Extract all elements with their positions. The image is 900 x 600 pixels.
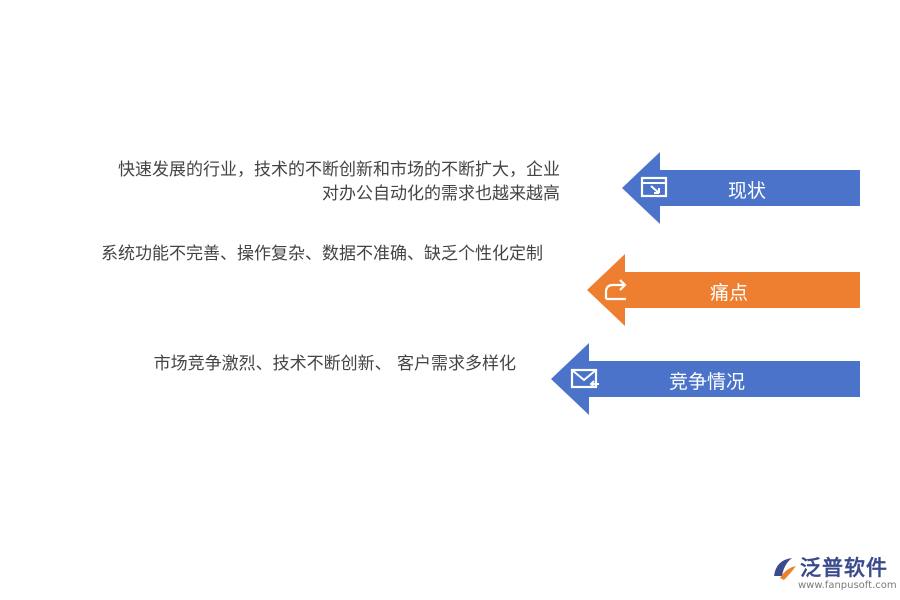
- description-line: 系统功能不完善、操作复杂、数据不准确、缺乏个性化定制: [101, 244, 543, 264]
- logo-name: 泛普软件: [800, 556, 888, 580]
- description-line: 市场竞争激烈、技术不断创新、 客户需求多样化: [153, 354, 516, 374]
- arrow-label: 痛点: [710, 282, 749, 304]
- mail-reply-icon: [569, 365, 601, 393]
- logo-url: www.fanpusoft.com: [798, 580, 897, 591]
- description-line: 快速发展的行业，技术的不断创新和市场的不断扩大，企业: [118, 160, 560, 180]
- arrow-shape: [622, 152, 860, 224]
- brand-logo: 泛普软件 www.fanpusoft.com: [770, 552, 897, 598]
- description-line: 对办公自动化的需求也越来越高: [322, 184, 560, 204]
- row-description: 市场竞争激烈、技术不断创新、 客户需求多样化: [154, 352, 516, 376]
- arrow-xianzhuang: 现状: [622, 152, 860, 224]
- logo-mark-icon: [770, 554, 798, 586]
- arrow-label: 现状: [728, 180, 767, 202]
- row-description: 快速发展的行业，技术的不断创新和市场的不断扩大，企业 对办公自动化的需求也越来越…: [118, 158, 560, 206]
- row-description: 系统功能不完善、操作复杂、数据不准确、缺乏个性化定制: [101, 242, 543, 266]
- arrow-jingzheng: 竞争情况: [551, 343, 860, 415]
- share-arrow-icon: [601, 276, 631, 304]
- arrow-shape: [587, 254, 860, 326]
- arrow-tongdian: 痛点: [587, 254, 860, 326]
- window-cursor-icon: [639, 174, 669, 202]
- arrow-shape: [551, 343, 860, 415]
- arrow-label: 竞争情况: [669, 371, 746, 393]
